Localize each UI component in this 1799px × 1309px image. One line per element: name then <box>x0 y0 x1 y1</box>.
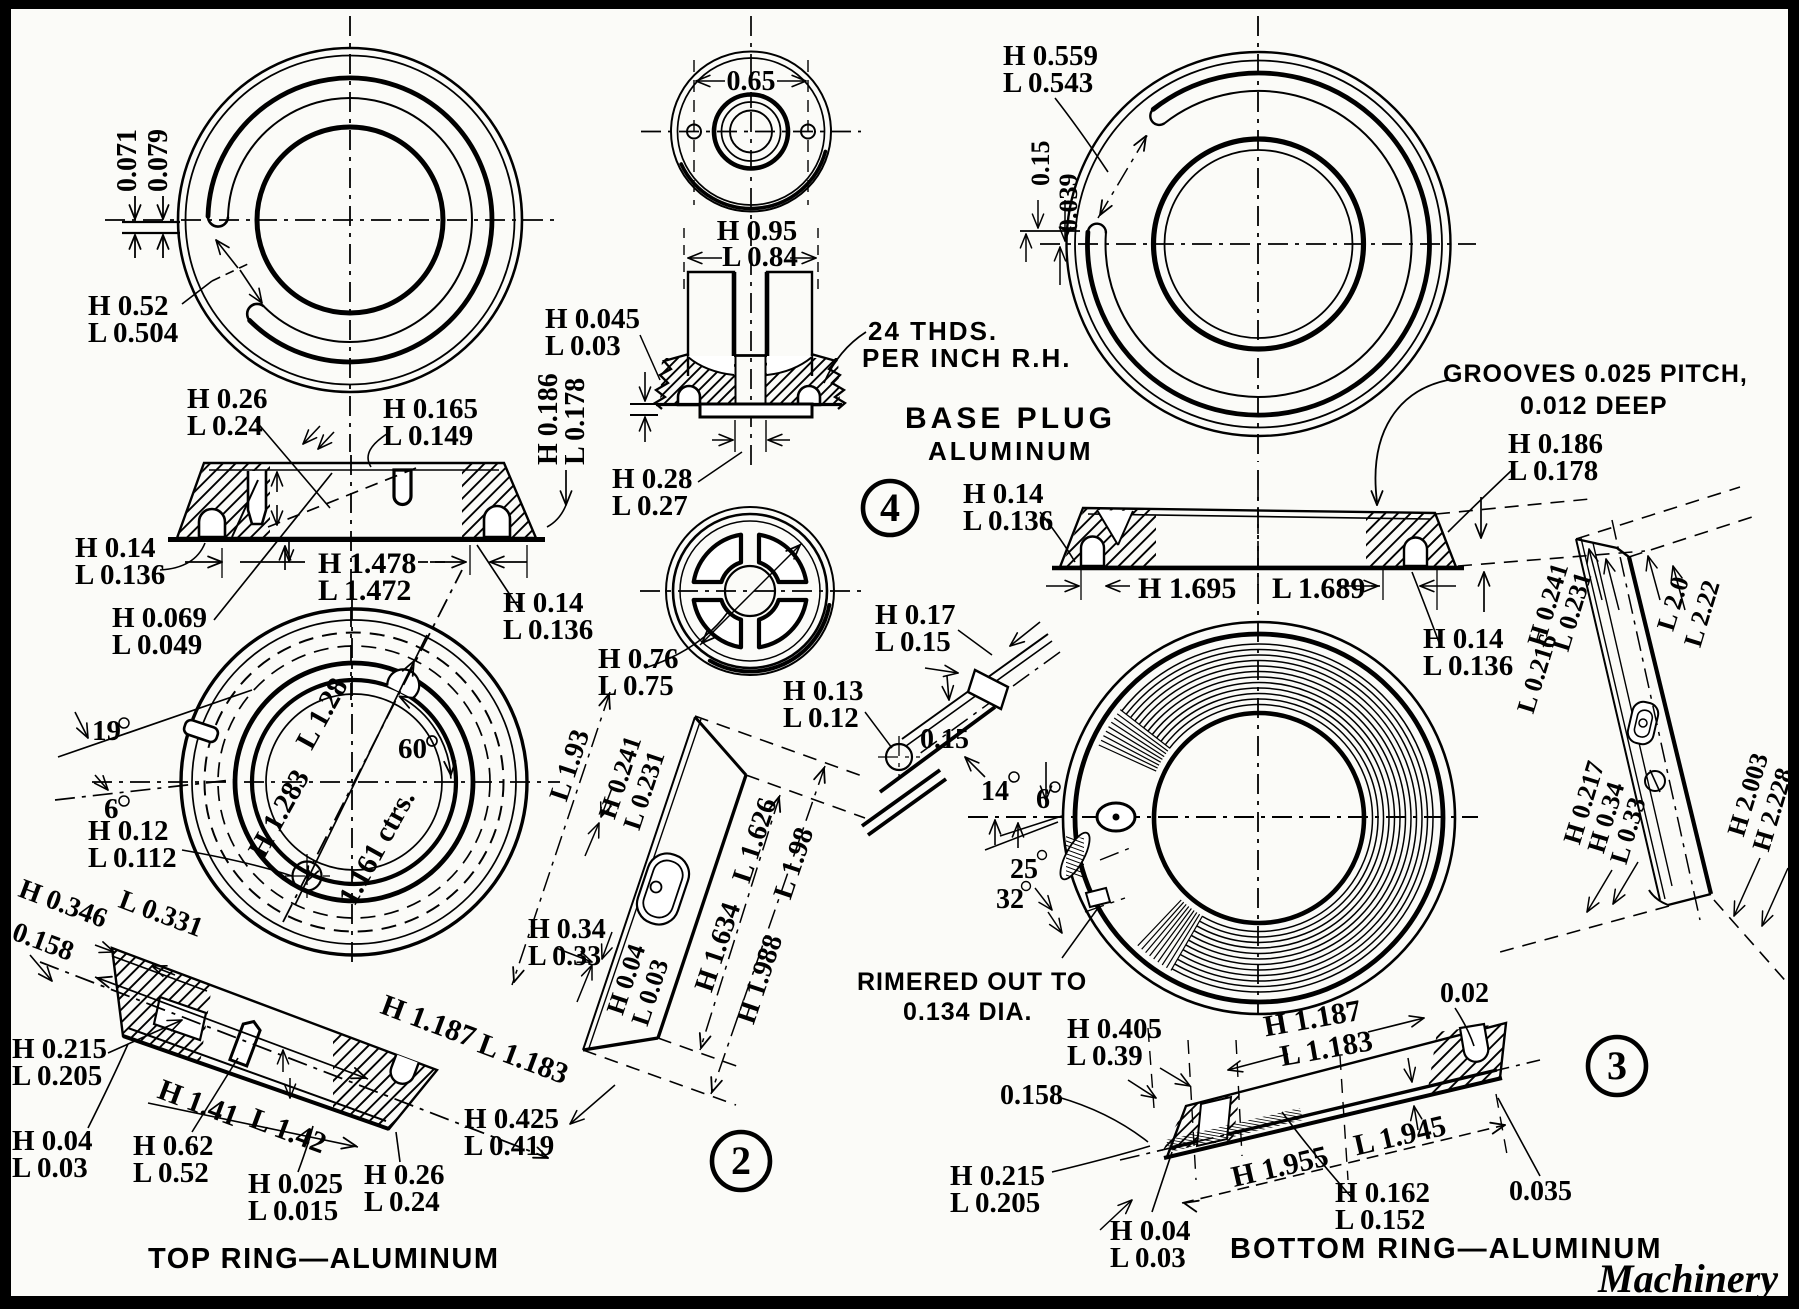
svg-text:L 0.419: L 0.419 <box>464 1130 554 1162</box>
svg-text:H 0.559: H 0.559 <box>1003 40 1098 72</box>
svg-text:6: 6 <box>1036 784 1050 815</box>
svg-text:GROOVES 0.025 PITCH,: GROOVES 0.025 PITCH, <box>1443 360 1748 388</box>
svg-text:H 0.95: H 0.95 <box>717 215 798 247</box>
svg-text:H 0.76: H 0.76 <box>598 643 679 675</box>
svg-text:L 0.24: L 0.24 <box>187 410 263 442</box>
svg-text:L 0.15: L 0.15 <box>875 626 951 658</box>
svg-text:H 0.04: H 0.04 <box>12 1125 93 1157</box>
svg-text:0.035: 0.035 <box>1509 1176 1572 1207</box>
svg-text:L 0.33: L 0.33 <box>528 941 601 972</box>
svg-text:L 0.112: L 0.112 <box>88 842 177 874</box>
svg-text:H 0.186: H 0.186 <box>1508 428 1603 460</box>
svg-text:H 0.26: H 0.26 <box>364 1159 445 1191</box>
svg-text:L 1.689: L 1.689 <box>1272 572 1365 605</box>
svg-text:L 0.03: L 0.03 <box>1110 1242 1186 1274</box>
svg-text:6: 6 <box>104 793 119 825</box>
svg-text:H 0.52: H 0.52 <box>88 290 169 322</box>
svg-text:L 0.149: L 0.149 <box>383 420 473 452</box>
svg-text:19: 19 <box>92 715 121 747</box>
svg-text:H 0.165: H 0.165 <box>383 393 478 425</box>
svg-text:25: 25 <box>1010 854 1038 885</box>
svg-text:L 0.136: L 0.136 <box>503 614 593 646</box>
svg-text:0.039: 0.039 <box>1054 174 1083 233</box>
svg-text:L 0.39: L 0.39 <box>1067 1040 1143 1072</box>
svg-text:24 THDS.: 24 THDS. <box>868 316 998 346</box>
svg-text:H 0.04: H 0.04 <box>1110 1215 1191 1247</box>
svg-text:L 0.178: L 0.178 <box>1508 455 1598 487</box>
svg-text:L 0.136: L 0.136 <box>963 505 1053 537</box>
svg-text:2: 2 <box>731 1138 751 1183</box>
svg-text:H 1.478: H 1.478 <box>318 547 416 580</box>
svg-text:0.071: 0.071 <box>112 129 143 192</box>
svg-text:L 0.03: L 0.03 <box>12 1152 88 1184</box>
svg-text:0.02: 0.02 <box>1440 978 1489 1009</box>
svg-text:H 0.14: H 0.14 <box>963 478 1044 510</box>
svg-text:H 0.62: H 0.62 <box>133 1130 214 1162</box>
svg-text:H 0.14: H 0.14 <box>1423 623 1504 655</box>
svg-text:BASE PLUG: BASE PLUG <box>905 402 1116 435</box>
svg-text:RIMERED OUT TO: RIMERED OUT TO <box>857 968 1087 996</box>
svg-text:H 0.405: H 0.405 <box>1067 1013 1162 1045</box>
svg-text:L 1.472: L 1.472 <box>318 574 411 607</box>
svg-text:L 0.24: L 0.24 <box>364 1186 440 1218</box>
svg-text:L 0.27: L 0.27 <box>612 490 688 522</box>
svg-text:H 0.26: H 0.26 <box>187 383 268 415</box>
svg-text:L 0.12: L 0.12 <box>783 702 859 734</box>
svg-text:L 0.049: L 0.049 <box>112 629 202 661</box>
svg-text:L 0.178: L 0.178 <box>560 378 591 465</box>
svg-text:H 0.045: H 0.045 <box>545 303 640 335</box>
svg-text:TOP RING—ALUMINUM: TOP RING—ALUMINUM <box>148 1243 499 1275</box>
svg-text:L 0.152: L 0.152 <box>1335 1204 1425 1236</box>
svg-text:32: 32 <box>996 884 1024 915</box>
svg-text:3: 3 <box>1607 1043 1627 1088</box>
svg-text:0.134 DIA.: 0.134 DIA. <box>903 998 1033 1026</box>
svg-text:L 0.015: L 0.015 <box>248 1195 338 1227</box>
svg-text:L 0.205: L 0.205 <box>950 1187 1040 1219</box>
svg-text:H 0.069: H 0.069 <box>112 602 207 634</box>
svg-text:0.15: 0.15 <box>1026 141 1055 187</box>
svg-text:0.65: 0.65 <box>727 66 776 97</box>
svg-text:H 0.186: H 0.186 <box>533 373 564 465</box>
svg-text:14: 14 <box>981 776 1009 807</box>
svg-text:H 0.14: H 0.14 <box>75 532 156 564</box>
svg-text:H 0.34: H 0.34 <box>528 914 606 945</box>
svg-text:H 0.215: H 0.215 <box>12 1033 107 1065</box>
svg-text:L 0.504: L 0.504 <box>88 317 178 349</box>
svg-text:H 0.215: H 0.215 <box>950 1160 1045 1192</box>
svg-text:0.158: 0.158 <box>1000 1080 1063 1111</box>
svg-text:BOTTOM RING—ALUMINUM: BOTTOM RING—ALUMINUM <box>1230 1233 1663 1265</box>
svg-text:4: 4 <box>880 485 900 530</box>
svg-text:L 0.52: L 0.52 <box>133 1157 209 1189</box>
svg-text:L 0.543: L 0.543 <box>1003 67 1093 99</box>
svg-text:0.15: 0.15 <box>920 724 969 755</box>
svg-text:L 0.205: L 0.205 <box>12 1060 102 1092</box>
svg-text:H 0.12: H 0.12 <box>88 815 169 847</box>
svg-text:L 0.136: L 0.136 <box>1423 650 1513 682</box>
svg-text:H 0.13: H 0.13 <box>783 675 864 707</box>
svg-text:L 0.84: L 0.84 <box>722 241 798 273</box>
svg-text:H 0.025: H 0.025 <box>248 1168 343 1200</box>
svg-text:60: 60 <box>398 733 427 765</box>
svg-text:0.079: 0.079 <box>143 129 174 192</box>
svg-text:ALUMINUM: ALUMINUM <box>928 436 1094 466</box>
svg-text:L 0.75: L 0.75 <box>598 670 674 702</box>
svg-text:H 0.162: H 0.162 <box>1335 1177 1430 1209</box>
svg-text:L 0.136: L 0.136 <box>75 559 165 591</box>
svg-text:Machinery: Machinery <box>1597 1256 1778 1301</box>
svg-text:H 0.17: H 0.17 <box>875 599 956 631</box>
svg-text:L 0.03: L 0.03 <box>545 330 621 362</box>
svg-text:H 0.425: H 0.425 <box>464 1103 559 1135</box>
svg-text:H 0.28: H 0.28 <box>612 463 693 495</box>
svg-text:0.012 DEEP: 0.012 DEEP <box>1520 392 1668 420</box>
svg-text:PER INCH R.H.: PER INCH R.H. <box>862 343 1071 373</box>
svg-text:H 1.695: H 1.695 <box>1138 572 1236 605</box>
svg-text:H 0.14: H 0.14 <box>503 587 584 619</box>
